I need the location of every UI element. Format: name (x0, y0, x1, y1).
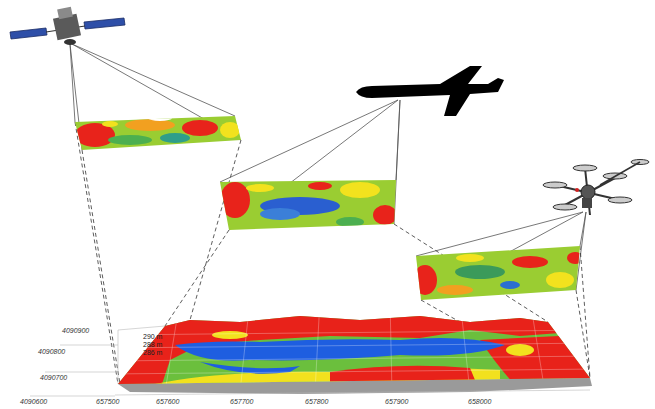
coordinate-label: 657500 (96, 398, 119, 406)
coordinate-label: 4090700 (40, 374, 67, 382)
coordinate-label: 657700 (230, 398, 253, 406)
coordinate-label: 657900 (385, 398, 408, 406)
airplane-icon (356, 66, 504, 116)
coordinate-label: 4090900 (62, 327, 89, 335)
coordinate-label: 4090600 (20, 398, 47, 406)
drone-icon (543, 160, 649, 216)
satellite-icon (10, 7, 125, 45)
elevation-label: 286 m (143, 349, 162, 357)
coordinate-label: 4090800 (38, 348, 65, 356)
elevation-label: 288 m (143, 341, 162, 349)
satellite-map (70, 110, 250, 155)
drone-map (410, 240, 585, 305)
elevation-label: 290 m (143, 333, 162, 341)
coordinate-label: 657600 (156, 398, 179, 406)
base-map (110, 300, 600, 392)
coordinate-label: 658000 (468, 398, 491, 406)
airborne-map (215, 175, 400, 235)
coordinate-label: 657800 (305, 398, 328, 406)
